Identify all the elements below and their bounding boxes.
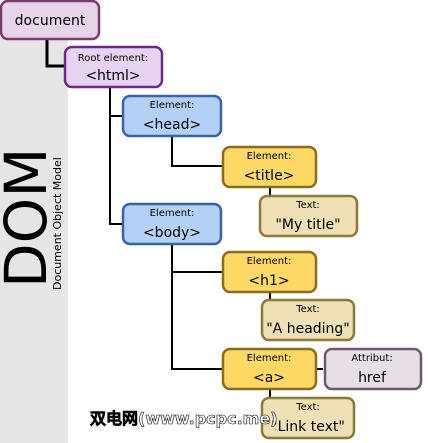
node-body-name: <body>: [143, 225, 201, 241]
node-h1-text: Text: "A heading": [260, 298, 356, 342]
node-document-label: document: [15, 13, 86, 29]
node-document: document: [0, 0, 101, 41]
node-title-text-kind: Text:: [295, 200, 320, 211]
node-h1-kind: Element:: [247, 256, 292, 267]
banner-subtitle: Document Object Model: [51, 157, 64, 290]
node-title-text: Text: "My title": [258, 194, 359, 238]
node-body: Element: <body>: [121, 202, 223, 246]
node-a-name: <a>: [253, 370, 285, 386]
node-title-kind: Element:: [247, 151, 292, 162]
banner-background: [0, 38, 68, 443]
watermark-text: 双电网(www.pcpc.me): [90, 409, 278, 428]
node-a-attribute-kind: Attribut:: [351, 353, 392, 364]
node-h1-name: <h1>: [248, 273, 289, 289]
node-a-text-value: "Link text": [271, 419, 345, 435]
node-h1-text-kind: Text:: [295, 304, 320, 315]
node-a-text-kind: Text:: [295, 402, 320, 413]
node-head: Element: <head>: [121, 94, 223, 138]
node-head-kind: Element:: [150, 100, 195, 111]
node-head-name: <head>: [143, 117, 201, 133]
node-h1: Element: <h1>: [221, 250, 318, 294]
node-html-kind: Root element:: [78, 53, 148, 64]
node-body-kind: Element:: [150, 208, 195, 219]
node-a-attribute-value: href: [358, 370, 387, 386]
node-h1-text-value: "A heading": [266, 321, 350, 337]
node-a-attribute: Attribut: href: [323, 347, 423, 391]
node-title: Element: <title>: [221, 145, 318, 189]
node-html-name: <html>: [85, 68, 140, 84]
banner-title: DOM: [0, 148, 60, 288]
node-title-name: <title>: [244, 168, 295, 184]
node-a-text: Text: "Link text": [260, 396, 356, 440]
node-html: Root element: <html>: [63, 45, 164, 89]
node-a: Element: <a>: [221, 347, 318, 391]
node-title-text-value: "My title": [275, 217, 340, 233]
node-a-kind: Element:: [247, 353, 292, 364]
